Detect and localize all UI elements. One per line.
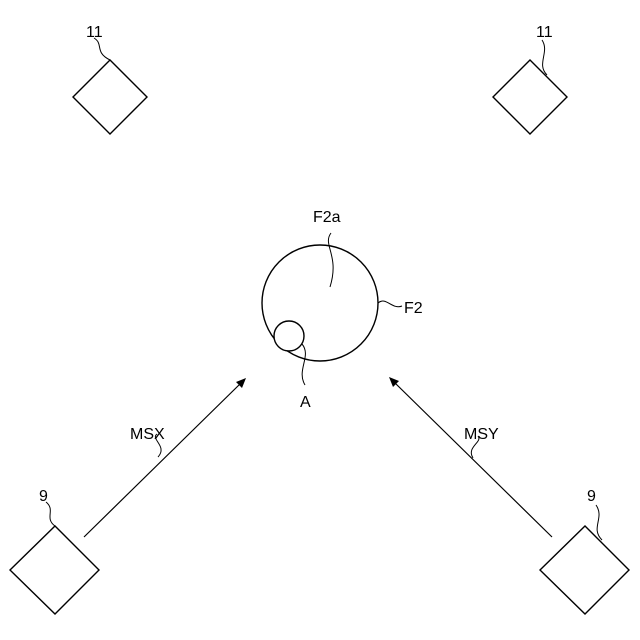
- unit-11-top-left: 11: [73, 24, 147, 134]
- region-a-label: A: [300, 394, 311, 411]
- unit-11-top-left-label: 11: [86, 24, 103, 41]
- scan-arrow-msx: MSX: [84, 378, 246, 537]
- source-9-left: 9: [10, 488, 99, 614]
- field-f2a-label: F2a: [313, 209, 341, 226]
- source-9-right: 9: [540, 488, 629, 614]
- source-9-left-label: 9: [39, 488, 48, 505]
- unit-11-top-right: 11: [493, 24, 567, 134]
- scan-arrow-msy: MSY: [389, 377, 552, 537]
- scan-arrow-msy-label: MSY: [464, 426, 499, 443]
- unit-11-top-right-label: 11: [536, 24, 553, 41]
- field-f2: F2 F2a A: [262, 209, 423, 411]
- field-f2-label: F2: [404, 300, 423, 317]
- source-9-right-label: 9: [587, 488, 596, 505]
- scan-arrow-msx-label: MSX: [130, 426, 165, 443]
